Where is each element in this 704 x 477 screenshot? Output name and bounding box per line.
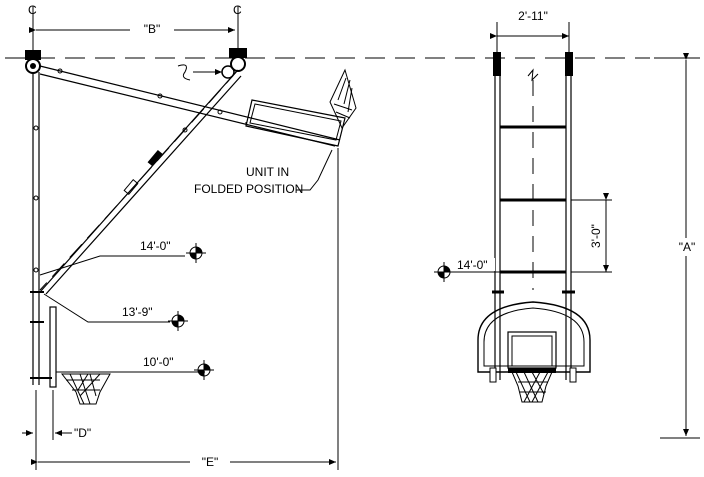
dim-a-label: "A" [679,240,696,254]
side-net [60,373,111,405]
centerline-symbol-right: C [233,3,242,50]
folded-callout-leader [296,149,333,191]
dim-b-label: "B" [144,22,161,36]
dim-e-label: "E" [202,455,219,469]
leader-13-9 [43,293,170,323]
height-14-side: 14'-0" [140,239,171,253]
rotation-arrow [177,64,191,81]
folded-arm-top [39,65,341,141]
elevation-marker-13-9 [168,311,188,331]
front-backboard [477,301,591,383]
swing-path [39,69,239,291]
front-mount-left [493,52,501,76]
spacing-label: 3'-0" [589,224,603,248]
elevation-marker-14-front [434,262,454,282]
folded-label-line1: UNIT IN [246,165,289,179]
folded-backboard [245,99,346,147]
height-13-9: 13'-9" [122,305,153,319]
ceiling-mount-left [25,50,41,74]
height-10: 10'-0" [143,355,174,369]
elevation-marker-10 [194,360,214,380]
centerline-symbol-left: C [28,3,37,50]
folded-arm-bottom [39,73,336,147]
diagonal-brace-b [45,75,242,295]
folded-net [329,68,357,129]
folded-label-line2: FOLDED POSITION [194,182,303,196]
dim-d-label: "D" [74,426,91,440]
front-net [508,368,556,403]
leader-14-side [39,255,185,276]
width-label: 2'-11" [518,9,548,23]
front-mount-right [565,52,573,76]
side-backboard [49,306,57,388]
height-14-front: 14'-0" [457,258,488,272]
elevation-marker-14-side [186,243,206,263]
